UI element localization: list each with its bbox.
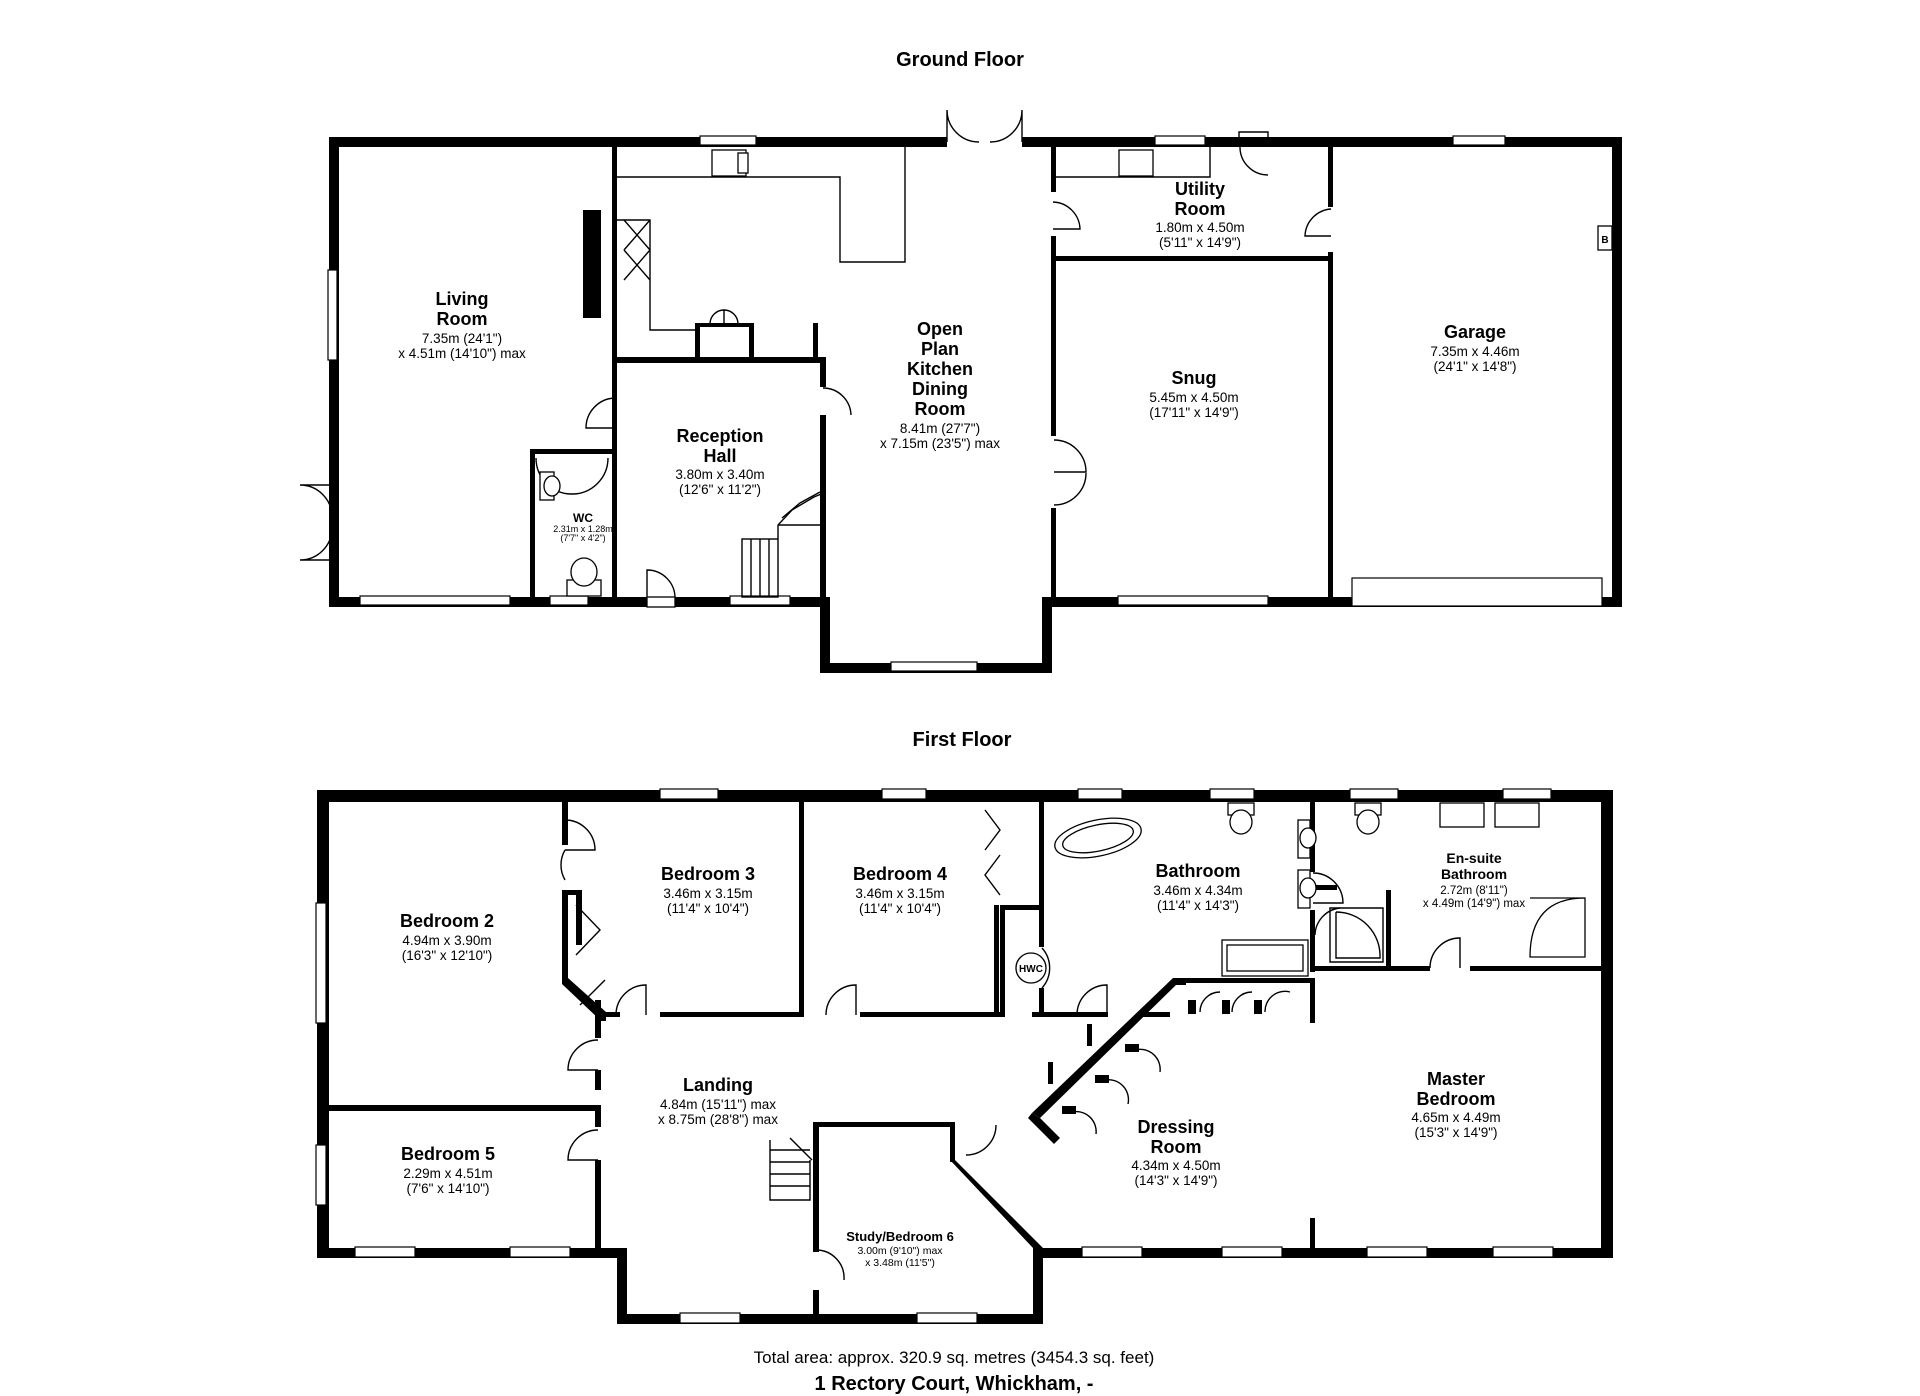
first-floor-plan: First Floor xyxy=(315,729,1613,1324)
svg-text:2.29m x 4.51m: 2.29m x 4.51m xyxy=(403,1166,492,1181)
svg-text:2.31m x 1.28m: 2.31m x 1.28m xyxy=(553,524,613,534)
first-floor-windows xyxy=(315,788,1554,1324)
first-floor-title: First Floor xyxy=(913,729,1012,751)
address-text: 1 Rectory Court, Whickham, - xyxy=(815,1373,1094,1395)
svg-text:Open: Open xyxy=(917,319,963,339)
boiler-label: B xyxy=(1601,235,1608,246)
svg-text:3.46m x 4.34m: 3.46m x 4.34m xyxy=(1153,883,1242,898)
svg-text:7.35m x 4.46m: 7.35m x 4.46m xyxy=(1430,344,1519,359)
svg-text:Utility: Utility xyxy=(1175,179,1225,199)
svg-text:(12'6" x 11'2"): (12'6" x 11'2") xyxy=(679,482,761,497)
svg-text:Plan: Plan xyxy=(921,339,959,359)
hot-water-cylinder-icon xyxy=(1015,952,1047,984)
room-bedroom5: Bedroom 5 2.29m x 4.51m (7'6" x 14'10") xyxy=(401,1144,495,1196)
room-reception: Reception Hall 3.80m x 3.40m (12'6" x 11… xyxy=(675,426,764,497)
svg-text:Bedroom 4: Bedroom 4 xyxy=(853,864,947,884)
svg-text:WC: WC xyxy=(573,511,593,525)
svg-text:(5'11" x 14'9"): (5'11" x 14'9") xyxy=(1159,235,1241,250)
svg-text:x 3.48m (11'5"): x 3.48m (11'5") xyxy=(865,1257,935,1269)
svg-text:3.46m x 3.15m: 3.46m x 3.15m xyxy=(663,886,752,901)
svg-text:3.46m x 3.15m: 3.46m x 3.15m xyxy=(855,886,944,901)
ground-floor-plan: Ground Floor xyxy=(299,49,1622,673)
svg-text:Hall: Hall xyxy=(703,446,736,466)
total-area-text: Total area: approx. 320.9 sq. metres (34… xyxy=(754,1348,1155,1367)
room-ensuite: En-suite Bathroom 2.72m (8'11") x 4.49m … xyxy=(1423,850,1525,910)
room-living: Living Room 7.35m (24'1") x 4.51m (14'10… xyxy=(398,289,526,361)
svg-text:5.45m x 4.50m: 5.45m x 4.50m xyxy=(1149,390,1238,405)
svg-text:x 4.49m (14'9") max: x 4.49m (14'9") max xyxy=(1423,898,1525,910)
svg-text:En-suite: En-suite xyxy=(1446,850,1501,866)
ground-floor-fixtures: B xyxy=(539,147,1613,598)
svg-text:x 8.75m (28'8") max: x 8.75m (28'8") max xyxy=(658,1112,778,1127)
svg-text:(15'3" x 14'9"): (15'3" x 14'9") xyxy=(1414,1125,1497,1140)
ground-floor-doors xyxy=(299,109,1332,608)
svg-text:Bedroom 2: Bedroom 2 xyxy=(400,911,494,931)
svg-text:Dressing: Dressing xyxy=(1137,1117,1214,1137)
svg-text:Master: Master xyxy=(1427,1069,1485,1089)
svg-text:3.80m x 3.40m: 3.80m x 3.40m xyxy=(675,467,764,482)
svg-text:Snug: Snug xyxy=(1172,368,1217,388)
room-dressing: Dressing Room 4.34m x 4.50m (14'3" x 14'… xyxy=(1131,1117,1220,1188)
room-kitchen: Open Plan Kitchen Dining Room 8.41m (27'… xyxy=(880,319,1000,451)
corner-bath-icon xyxy=(1529,897,1586,958)
svg-text:3.00m (9'10") max: 3.00m (9'10") max xyxy=(857,1245,943,1257)
room-wc: WC 2.31m x 1.28m (7'7" x 4'2") xyxy=(553,511,613,543)
svg-text:(24'1" x 14'8"): (24'1" x 14'8") xyxy=(1433,359,1516,374)
first-floor-stairs-icon xyxy=(769,1137,813,1201)
room-bathroom: Bathroom 3.46m x 4.34m (11'4" x 14'3") xyxy=(1153,861,1242,913)
svg-text:Kitchen: Kitchen xyxy=(907,359,973,379)
svg-text:Room: Room xyxy=(437,309,488,329)
boiler-icon xyxy=(1597,225,1613,251)
room-landing: Landing 4.84m (15'11") max x 8.75m (28'8… xyxy=(658,1075,778,1127)
first-floor-walls xyxy=(317,790,1613,1324)
svg-text:x 4.51m (14'10") max: x 4.51m (14'10") max xyxy=(398,346,526,361)
svg-text:Room: Room xyxy=(1151,1137,1202,1157)
svg-text:Room: Room xyxy=(1175,199,1226,219)
svg-text:(16'3" x 12'10"): (16'3" x 12'10") xyxy=(402,948,493,963)
svg-text:Bedroom 5: Bedroom 5 xyxy=(401,1144,495,1164)
svg-text:Dining: Dining xyxy=(912,379,968,399)
svg-text:(7'7" x 4'2"): (7'7" x 4'2") xyxy=(560,533,605,543)
ground-floor-windows xyxy=(327,135,1603,672)
svg-text:Room: Room xyxy=(915,399,966,419)
room-utility: Utility Room 1.80m x 4.50m (5'11" x 14'9… xyxy=(1155,179,1244,250)
svg-text:Bathroom: Bathroom xyxy=(1156,861,1241,881)
svg-text:Bathroom: Bathroom xyxy=(1441,866,1507,882)
first-floor-doors xyxy=(560,809,1461,1281)
svg-text:Garage: Garage xyxy=(1444,322,1506,342)
svg-text:8.41m (27'7"): 8.41m (27'7") xyxy=(900,421,980,436)
ground-floor-title: Ground Floor xyxy=(896,49,1024,71)
svg-text:Study/Bedroom 6: Study/Bedroom 6 xyxy=(846,1229,954,1244)
first-floor-fixtures: HWC xyxy=(769,802,1586,1201)
room-snug: Snug 5.45m x 4.50m (17'11" x 14'9") xyxy=(1149,368,1239,420)
svg-text:Reception: Reception xyxy=(676,426,763,446)
room-bedroom3: Bedroom 3 3.46m x 3.15m (11'4" x 10'4") xyxy=(661,864,755,916)
svg-text:4.84m (15'11") max: 4.84m (15'11") max xyxy=(660,1097,776,1112)
svg-text:Living: Living xyxy=(436,289,489,309)
room-garage: Garage 7.35m x 4.46m (24'1" x 14'8") xyxy=(1430,322,1519,374)
svg-text:(14'3" x 14'9"): (14'3" x 14'9") xyxy=(1134,1173,1217,1188)
svg-text:(11'4" x 14'3"): (11'4" x 14'3") xyxy=(1157,898,1239,913)
room-bedroom2: Bedroom 2 4.94m x 3.90m (16'3" x 12'10") xyxy=(400,911,494,963)
svg-text:(17'11" x 14'9"): (17'11" x 14'9") xyxy=(1149,405,1239,420)
svg-text:4.65m x 4.49m: 4.65m x 4.49m xyxy=(1411,1110,1500,1125)
ground-floor-stairs-icon xyxy=(741,491,827,598)
svg-text:2.72m (8'11"): 2.72m (8'11") xyxy=(1440,885,1508,897)
svg-text:Bedroom 3: Bedroom 3 xyxy=(661,864,755,884)
svg-text:4.94m x 3.90m: 4.94m x 3.90m xyxy=(402,933,491,948)
svg-text:x 7.15m (23'5") max: x 7.15m (23'5") max xyxy=(880,436,1000,451)
svg-text:7.35m (24'1"): 7.35m (24'1") xyxy=(422,331,502,346)
room-study: Study/Bedroom 6 3.00m (9'10") max x 3.48… xyxy=(846,1229,954,1269)
svg-text:(11'4" x 10'4"): (11'4" x 10'4") xyxy=(859,901,941,916)
room-bedroom4: Bedroom 4 3.46m x 3.15m (11'4" x 10'4") xyxy=(853,864,947,916)
svg-text:Bedroom: Bedroom xyxy=(1416,1089,1495,1109)
svg-text:Landing: Landing xyxy=(683,1075,753,1095)
svg-text:(11'4" x 10'4"): (11'4" x 10'4") xyxy=(667,901,749,916)
room-master: Master Bedroom 4.65m x 4.49m (15'3" x 14… xyxy=(1411,1069,1500,1140)
svg-text:4.34m x 4.50m: 4.34m x 4.50m xyxy=(1131,1158,1220,1173)
svg-text:1.80m x 4.50m: 1.80m x 4.50m xyxy=(1155,220,1244,235)
svg-text:(7'6" x 14'10"): (7'6" x 14'10") xyxy=(406,1181,489,1196)
hwc-label: HWC xyxy=(1019,964,1043,975)
